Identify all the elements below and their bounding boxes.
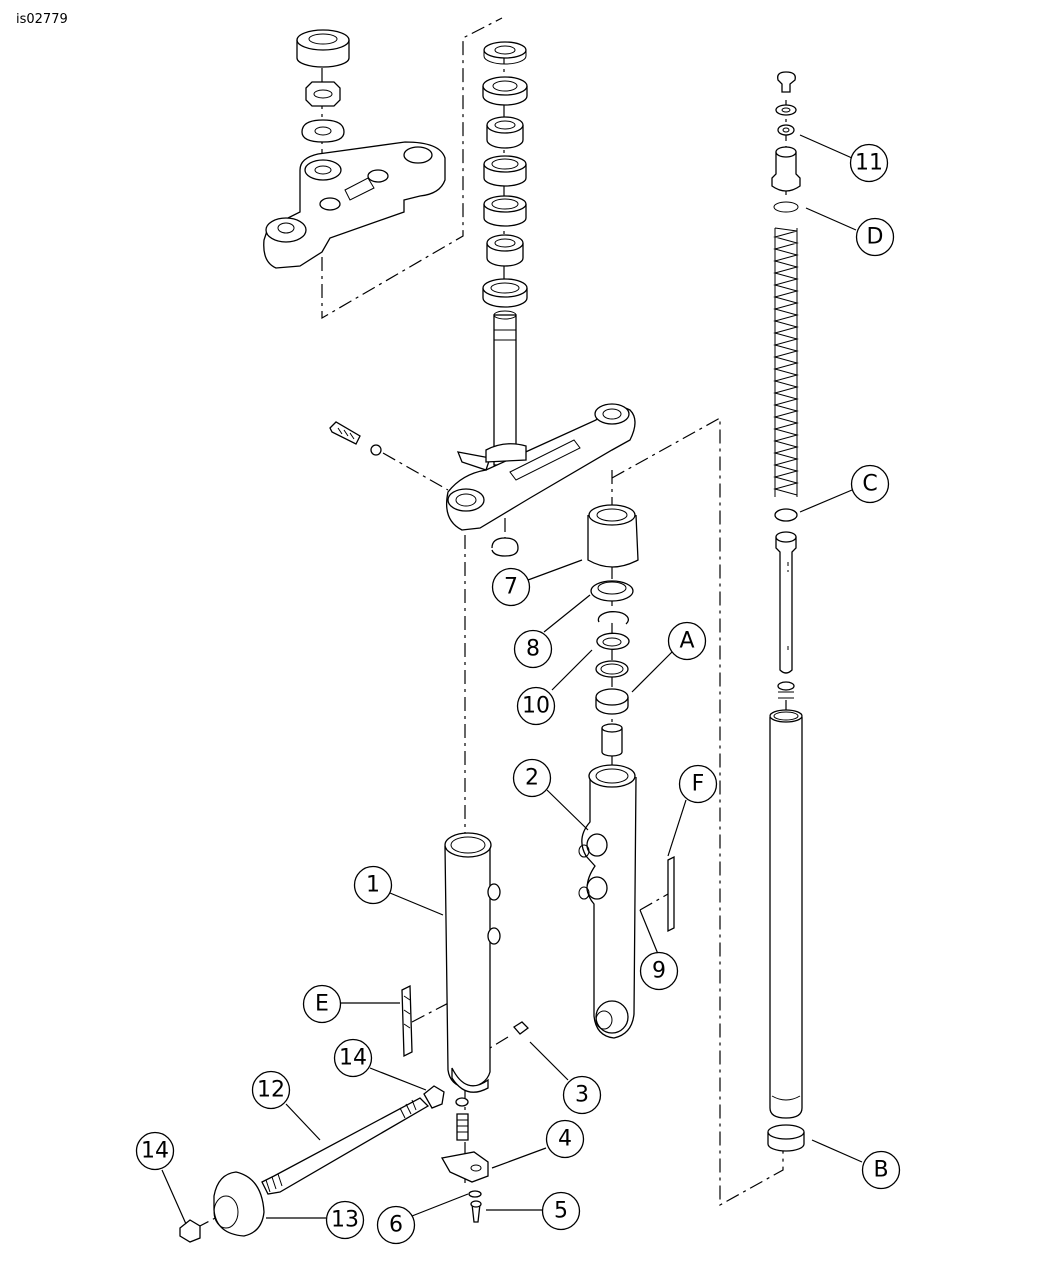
svg-text:8: 8 (526, 637, 540, 662)
callout-4: 4 (545, 1119, 585, 1159)
callout-12: 12 (251, 1070, 291, 1110)
callout-D: D (855, 217, 895, 257)
callout-9: 9 (639, 951, 679, 991)
svg-text:F: F (692, 772, 705, 797)
fork-lower-left (444, 832, 501, 1093)
svg-text:C: C (862, 472, 877, 497)
callout-6: 6 (376, 1205, 416, 1245)
damper-column (767, 71, 805, 1152)
svg-text:14: 14 (141, 1139, 169, 1164)
decal-strips (401, 855, 675, 1058)
svg-text:14: 14 (339, 1046, 367, 1071)
circlip (491, 537, 519, 557)
hardware-small (440, 1021, 529, 1223)
fork-spring (773, 227, 799, 497)
pinch-bolt (329, 421, 382, 456)
svg-text:1: 1 (366, 873, 380, 898)
svg-text:4: 4 (558, 1127, 572, 1152)
callout-C: C (850, 464, 890, 504)
svg-text:6: 6 (389, 1213, 403, 1238)
svg-text:2: 2 (525, 766, 539, 791)
callout-14-lower: 14 (135, 1131, 175, 1171)
callout-2: 2 (512, 758, 552, 798)
bottom-yoke (445, 310, 636, 531)
svg-text:D: D (867, 225, 884, 250)
svg-text:3: 3 (575, 1083, 589, 1108)
svg-text:11: 11 (855, 151, 883, 176)
callouts: 1 2 3 4 5 6 7 8 9 10 11 12 13 14 14 A B … (135, 143, 901, 1245)
callout-14-upper: 14 (333, 1038, 373, 1078)
callout-10: 10 (516, 686, 556, 726)
callout-13: 13 (325, 1200, 365, 1240)
svg-text:5: 5 (554, 1199, 568, 1224)
assembly-center-lines (195, 17, 787, 1229)
callout-1: 1 (353, 865, 393, 905)
top-nut (305, 81, 341, 107)
lock-washer (301, 119, 345, 143)
svg-text:10: 10 (522, 694, 550, 719)
fork-internals (587, 504, 639, 757)
callout-E: E (302, 984, 342, 1024)
callout-A: A (667, 621, 707, 661)
svg-text:9: 9 (652, 959, 666, 984)
callout-5: 5 (541, 1191, 581, 1231)
axle-assembly (179, 1085, 445, 1243)
svg-text:B: B (873, 1158, 888, 1183)
svg-text:A: A (679, 629, 694, 654)
svg-text:7: 7 (504, 575, 518, 600)
bearing-stack (482, 41, 528, 308)
callout-B: B (861, 1150, 901, 1190)
svg-text:13: 13 (331, 1208, 359, 1233)
callout-3: 3 (562, 1075, 602, 1115)
diagram-id: is02779 (16, 12, 68, 27)
top-yoke (263, 141, 446, 269)
callout-7: 7 (491, 567, 531, 607)
fork-lower-right (578, 764, 637, 1039)
callout-F: F (678, 764, 718, 804)
leader-lines (161, 134, 863, 1225)
top-cap (296, 29, 350, 68)
svg-text:E: E (315, 992, 329, 1017)
callout-11: 11 (849, 143, 889, 183)
callout-8: 8 (513, 629, 553, 669)
svg-text:12: 12 (257, 1078, 285, 1103)
